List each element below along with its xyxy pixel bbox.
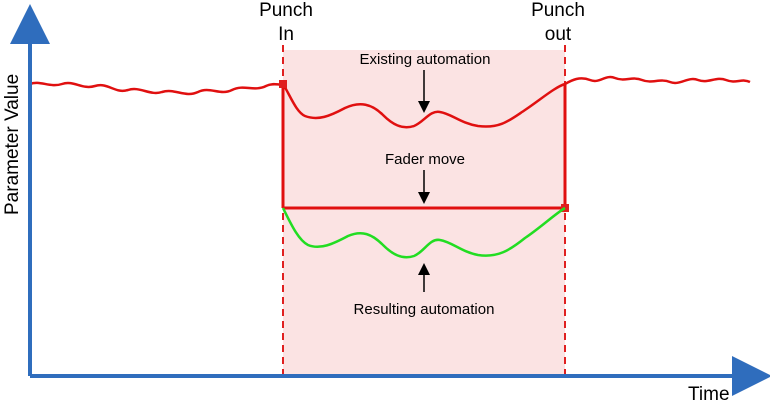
punch-out-label-line1: Punch	[531, 0, 585, 21]
existing-automation-curve-right	[564, 75, 751, 86]
x-axis-label: Time	[688, 384, 730, 403]
existing-automation-label: Existing automation	[360, 51, 491, 68]
existing-automation-curve-left	[29, 81, 284, 96]
fader-move-label: Fader move	[385, 151, 465, 168]
punch-in-marker	[279, 80, 287, 88]
punch-in-label-line2: In	[278, 24, 294, 45]
resulting-automation-curve	[281, 206, 566, 259]
resulting-automation-label: Resulting automation	[354, 301, 495, 318]
existing-automation-curve	[281, 82, 566, 129]
punch-in-label-line1: Punch	[259, 0, 313, 21]
y-axis-label: Parameter Value	[2, 74, 23, 215]
punch-out-label-line2: out	[545, 24, 572, 45]
